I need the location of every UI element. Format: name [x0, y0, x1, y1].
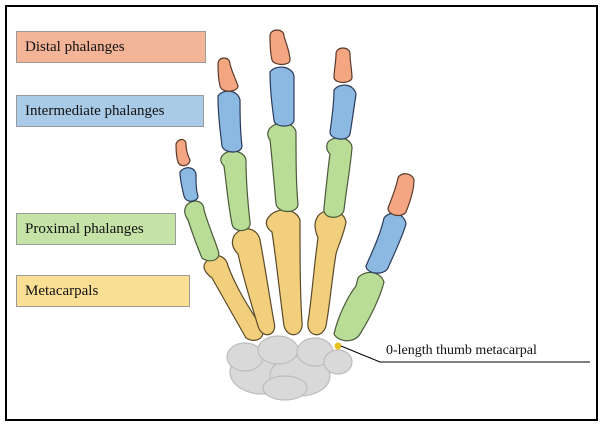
label-distal-phalanges: Distal phalanges	[16, 31, 206, 63]
label-metacarpals: Metacarpals	[16, 275, 190, 307]
distal-phalanx-bones	[175, 29, 415, 217]
label-intermediate-phalanges: Intermediate phalanges	[16, 95, 204, 127]
diagram-frame	[5, 5, 598, 421]
label-thumb-metacarpal: 0-length thumb metacarpal	[386, 343, 537, 358]
carpal-bones	[226, 335, 353, 401]
annotation-leader-line	[340, 345, 590, 363]
metacarpal-bones	[203, 209, 347, 341]
proximal-phalanx-bones	[184, 122, 385, 342]
intermediate-phalanx-bones	[179, 66, 407, 274]
thumb-metacarpal-marker	[334, 342, 342, 350]
label-proximal-phalanges: Proximal phalanges	[16, 213, 176, 245]
